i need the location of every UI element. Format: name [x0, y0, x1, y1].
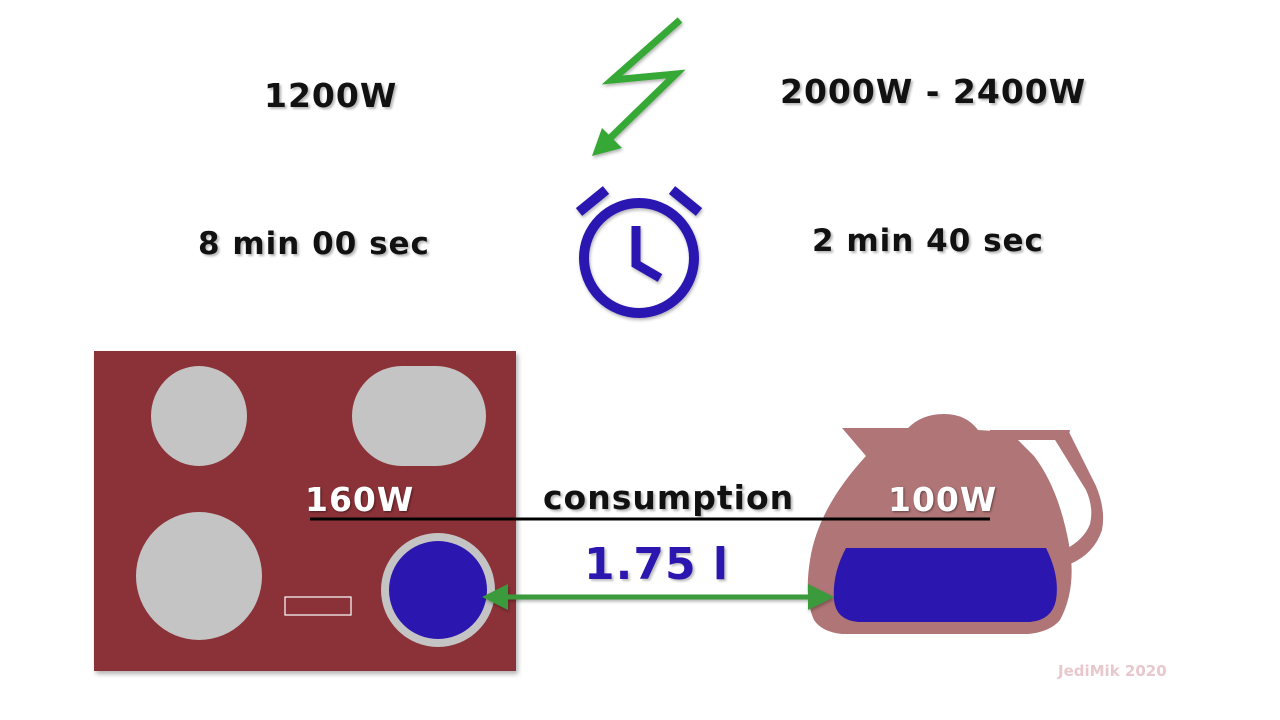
burner-top-right [352, 366, 486, 466]
water-volume-label: 1.75 l [584, 539, 729, 590]
right-power-rating: 2000W - 2400W [780, 72, 1087, 111]
control-panel [284, 596, 352, 616]
right-boil-time: 2 min 40 sec [812, 223, 1044, 259]
lightning-bolt-icon [592, 17, 686, 156]
active-burner [389, 541, 487, 639]
burner-bottom-left [136, 512, 262, 640]
kettle-water [833, 548, 1057, 622]
kettle-handle [1052, 430, 1104, 564]
left-power-rating: 1200W [264, 76, 398, 115]
transfer-double-arrow-icon [482, 584, 834, 610]
consumption-label: consumption [543, 478, 795, 517]
alarm-clock-icon [575, 186, 703, 318]
burner-top-left [151, 366, 247, 466]
cooktop-icon [94, 351, 516, 671]
kettle-consumption: 100W [888, 480, 998, 519]
cooktop-consumption: 160W [305, 480, 415, 519]
credit-watermark: JediMik 2020 [1058, 662, 1167, 680]
left-boil-time: 8 min 00 sec [198, 226, 430, 262]
kettle-icon [807, 414, 1104, 634]
